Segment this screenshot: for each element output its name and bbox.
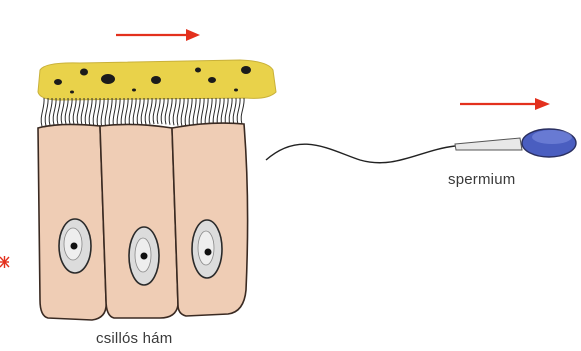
cilium [185, 98, 188, 127]
cilium [121, 98, 124, 128]
cilium [145, 98, 148, 125]
cilium [73, 98, 76, 124]
cilium [221, 98, 224, 126]
sperm-direction-arrow-icon [460, 98, 550, 110]
cilium [177, 98, 180, 126]
epithelium-label: csillós hám [96, 330, 172, 347]
cilium [173, 98, 176, 125]
cilium [129, 98, 132, 127]
cilium [241, 98, 244, 124]
cilium [149, 98, 152, 124]
cilium [65, 98, 68, 124]
epithelial-cell [172, 123, 248, 316]
cilium [105, 98, 108, 128]
cilium [45, 98, 48, 126]
cilium [113, 98, 116, 128]
cilium [97, 98, 100, 127]
cilium [81, 98, 84, 125]
cilium [225, 98, 228, 126]
cilium [157, 98, 160, 124]
cilium [77, 98, 80, 125]
cilium [193, 98, 196, 128]
cilium [133, 98, 136, 126]
cilium [53, 98, 56, 125]
cilium [41, 98, 44, 126]
cilium [141, 98, 144, 125]
mucus-flow-arrow-icon [116, 29, 200, 41]
cell-nucleus [192, 220, 222, 278]
cilium [93, 98, 96, 127]
mucus-layer [38, 60, 276, 100]
cilium [57, 98, 60, 124]
cilium [161, 98, 164, 124]
cilium [89, 98, 92, 126]
cilium [69, 98, 72, 124]
epithelial-cell [100, 124, 178, 318]
cilium [233, 98, 236, 125]
cilium [165, 98, 168, 124]
cilium [125, 98, 128, 127]
cilium [189, 98, 192, 127]
sperm-tail [266, 144, 455, 163]
cilium [229, 98, 232, 125]
cilium [49, 98, 52, 125]
cilium [169, 98, 172, 125]
cilium [153, 98, 156, 124]
sperm-cell [266, 129, 576, 163]
cell-nucleus [59, 219, 91, 273]
epithelial-cell [38, 124, 106, 320]
sperm-midpiece [455, 138, 522, 150]
asterisk-icon [0, 256, 9, 268]
cell-nucleus [129, 227, 159, 285]
cilium [137, 98, 140, 126]
cilium [101, 98, 104, 128]
sperm-label: spermium [448, 171, 515, 188]
cilium [61, 98, 64, 124]
cilium [85, 98, 88, 125]
cilium [109, 98, 112, 128]
cilium [117, 98, 120, 128]
cilium [181, 98, 184, 126]
cilium [237, 98, 240, 124]
